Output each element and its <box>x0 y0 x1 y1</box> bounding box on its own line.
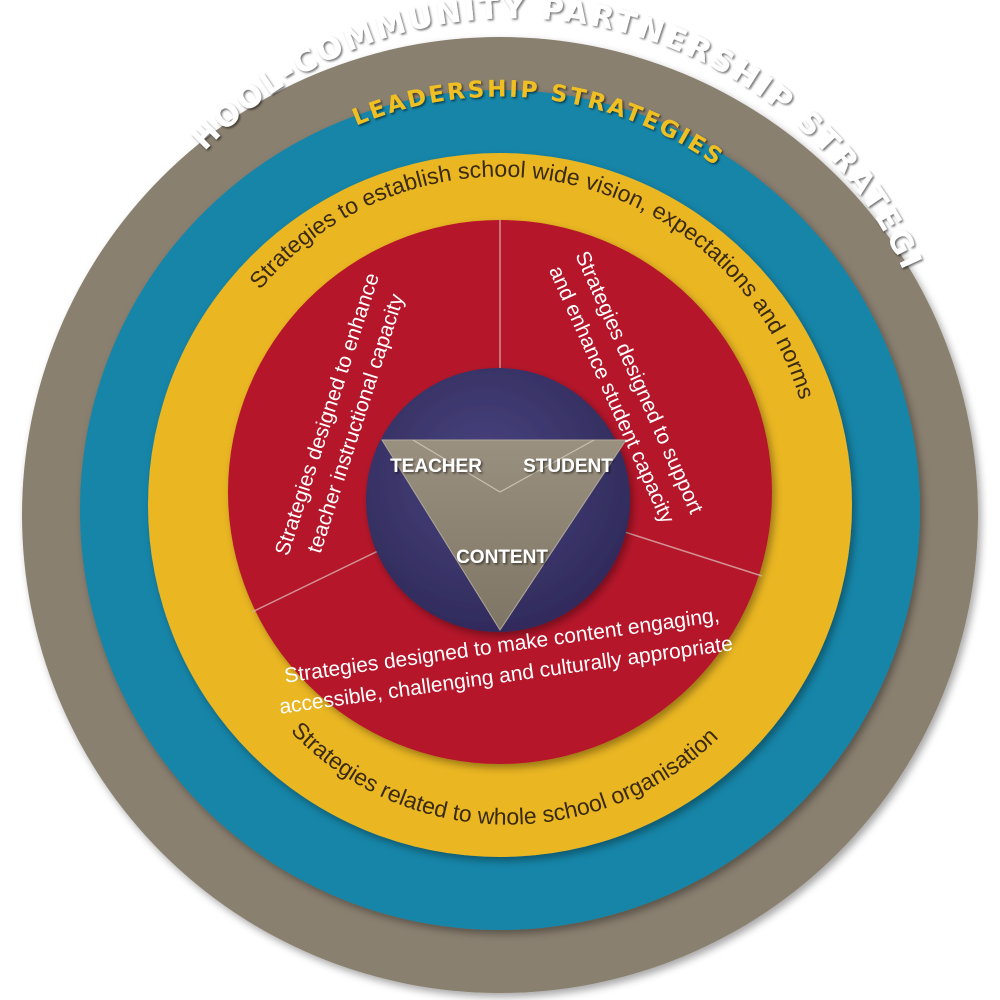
triangle-divider-left <box>412 439 501 493</box>
core-content-label: CONTENT <box>456 547 548 568</box>
core-triangle <box>381 439 627 631</box>
triangle-divider-right <box>499 439 595 493</box>
core-teacher-label: TEACHER <box>390 456 482 477</box>
core-student-label: STUDENT <box>523 456 613 477</box>
